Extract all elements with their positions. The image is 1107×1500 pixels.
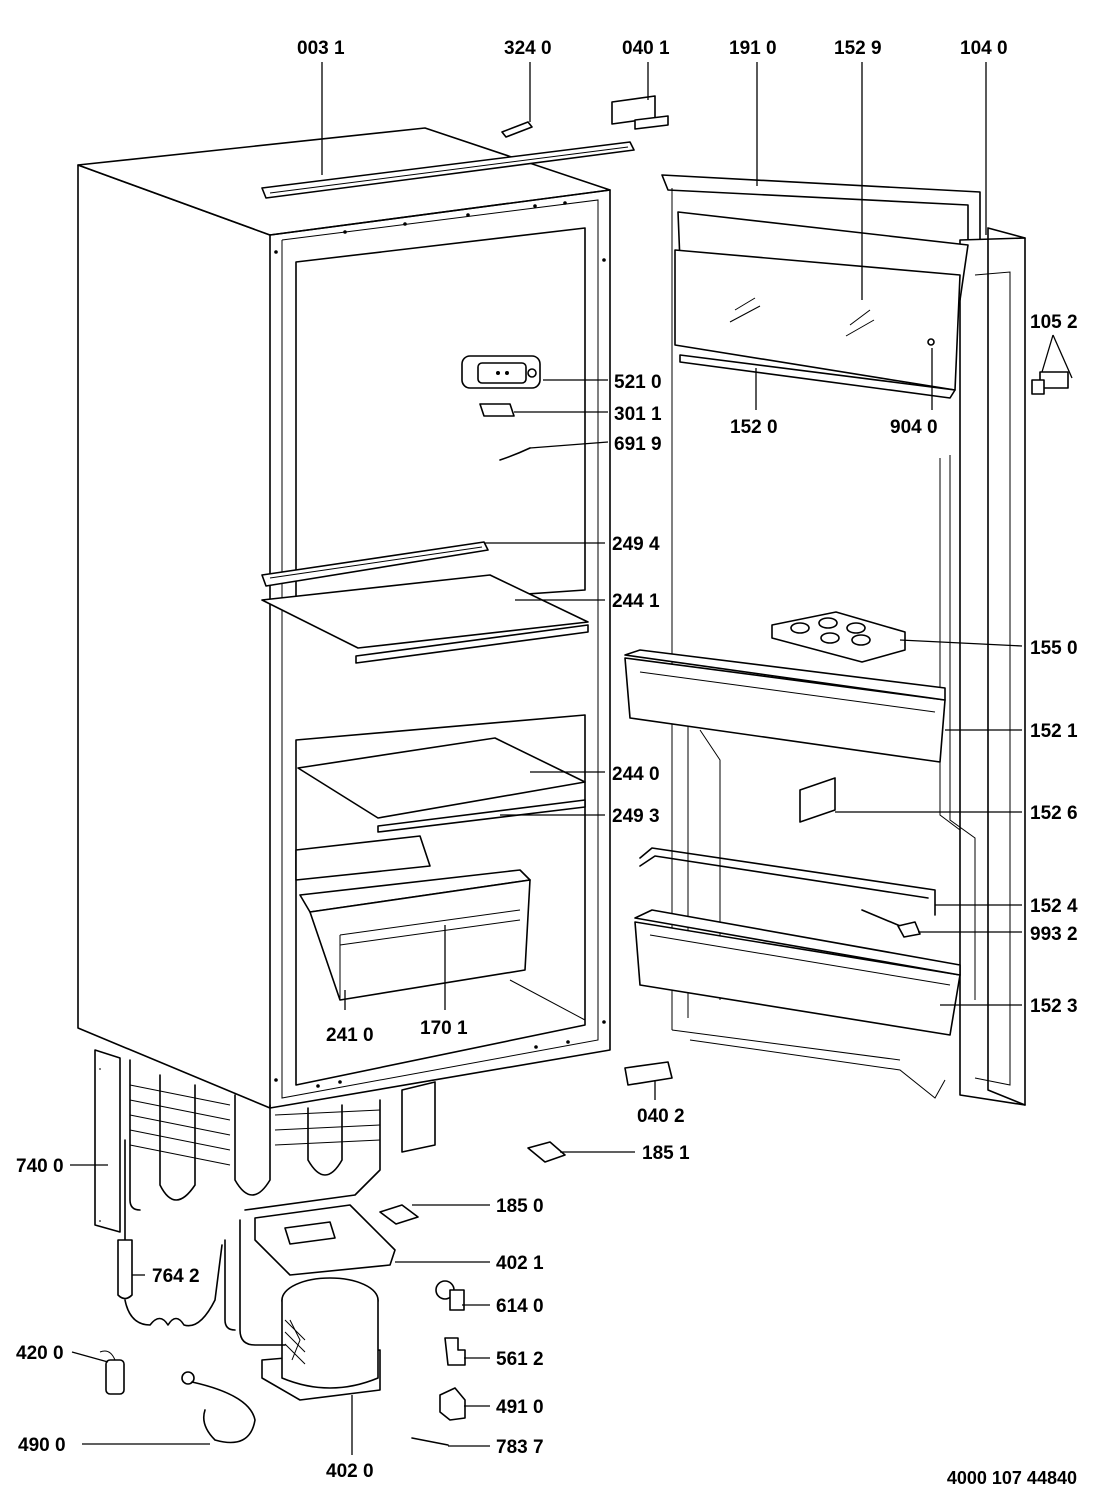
callout-249-4: 249 4 xyxy=(612,534,660,555)
compressor-assembly xyxy=(99,1139,566,1446)
callout-152-6: 152 6 xyxy=(1030,803,1078,824)
callout-170-1: 170 1 xyxy=(420,1018,468,1039)
part-324-0 xyxy=(501,121,533,138)
callout-155-0: 155 0 xyxy=(1030,638,1078,659)
callout-152-3: 152 3 xyxy=(1030,996,1078,1017)
callout-764-2: 764 2 xyxy=(152,1266,200,1287)
callout-691-9: 691 9 xyxy=(614,434,662,455)
cabinet-body xyxy=(77,127,611,1233)
callout-185-1: 185 1 xyxy=(642,1143,690,1164)
callout-614-0: 614 0 xyxy=(496,1296,544,1317)
callout-740-0: 740 0 xyxy=(16,1156,64,1177)
callout-301-1: 301 1 xyxy=(614,404,662,425)
callout-491-0: 491 0 xyxy=(496,1397,544,1418)
callout-420-0: 420 0 xyxy=(16,1343,64,1364)
callout-993-2: 993 2 xyxy=(1030,924,1078,945)
callout-191-0: 191 0 xyxy=(729,38,777,59)
lamp-cover xyxy=(479,403,515,417)
callout-152-1: 152 1 xyxy=(1030,721,1078,742)
callout-324-0: 324 0 xyxy=(504,38,552,59)
lower-glass-shelf xyxy=(297,737,586,833)
leader-lines xyxy=(70,62,1073,1455)
callout-104-0: 104 0 xyxy=(960,38,1008,59)
refrigerator-door xyxy=(624,174,1069,1106)
callout-152-9: 152 9 xyxy=(834,38,882,59)
callout-244-1: 244 1 xyxy=(612,591,660,612)
callout-490-0: 490 0 xyxy=(18,1435,66,1456)
callout-521-0: 521 0 xyxy=(614,372,662,393)
crisper-drawer xyxy=(295,835,586,1021)
thermostat-control-box xyxy=(461,355,541,389)
callout-152-0: 152 0 xyxy=(730,417,778,438)
callout-040-1: 040 1 xyxy=(622,38,670,59)
callout-152-4: 152 4 xyxy=(1030,896,1078,917)
document-number: 4000 107 44840 xyxy=(946,1468,1077,1488)
callout-561-2: 561 2 xyxy=(496,1349,544,1370)
hinge-bracket-top xyxy=(611,95,669,130)
callout-904-0: 904 0 xyxy=(890,417,938,438)
callout-185-0: 185 0 xyxy=(496,1196,544,1217)
callout-402-0: 402 0 xyxy=(326,1461,374,1482)
top-trim-rail xyxy=(261,141,635,199)
callout-040-2: 040 2 xyxy=(637,1106,685,1127)
callout-402-1: 402 1 xyxy=(496,1253,544,1274)
callout-241-0: 241 0 xyxy=(326,1025,374,1046)
callout-249-3: 249 3 xyxy=(612,806,660,827)
callout-783-7: 783 7 xyxy=(496,1437,544,1458)
callout-labels: 003 1 324 0 040 1 191 0 152 9 104 0 105 … xyxy=(16,38,1078,1482)
sensor-wire xyxy=(499,447,531,461)
callout-105-2: 105 2 xyxy=(1030,312,1078,333)
callout-003-1: 003 1 xyxy=(297,38,345,59)
callout-244-0: 244 0 xyxy=(612,764,660,785)
upper-glass-shelf xyxy=(261,541,589,664)
